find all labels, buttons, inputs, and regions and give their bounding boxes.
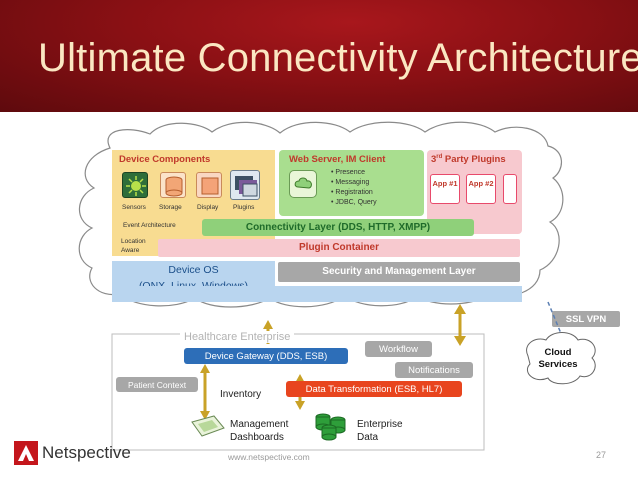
web-server-title: Web Server, IM Client — [289, 154, 386, 165]
event-architecture-label: Event Architecture — [123, 222, 176, 229]
footer-url: www.netspective.com — [228, 452, 310, 462]
device-os-title: Device OS — [168, 264, 219, 276]
enterprise-data-label: Enterprise Data — [357, 419, 403, 443]
connectivity-layer: Connectivity Layer (DDS, HTTP, XMPP) — [202, 219, 474, 236]
cloud-services-label: Cloud Services — [538, 347, 578, 370]
app-2-tile: App #2 — [466, 174, 496, 204]
enterprise-data-icon — [313, 412, 349, 447]
device-components-title: Device Components — [119, 154, 211, 165]
storage-icon — [160, 172, 186, 198]
title-band — [0, 0, 638, 112]
inventory-label: Inventory — [220, 389, 262, 400]
device-gateway-box: Device Gateway (DDS, ESB) — [184, 348, 348, 364]
sensors-icon — [122, 172, 148, 198]
third-party-plugins-title: 3rd Party Plugins — [431, 154, 506, 166]
plugins-icon — [230, 170, 260, 200]
patient-context-tag: Patient Context — [116, 377, 198, 392]
web-server-icon — [289, 170, 317, 198]
netspective-logo-icon — [14, 441, 38, 470]
sensors-label: Sensors — [122, 204, 146, 211]
display-label: Display — [197, 204, 219, 211]
os-base-bar — [112, 286, 522, 302]
management-dashboards-label: Management Dashboards — [230, 419, 289, 443]
page-number: 27 — [596, 450, 607, 460]
web-bullet-presence: • Presence — [331, 169, 365, 176]
data-transformation-box: Data Transformation (ESB, HL7) — [286, 381, 462, 397]
app-1-tile: App #1 — [430, 174, 460, 204]
web-bullet-messaging: • Messaging — [331, 179, 370, 186]
web-bullet-jdbc: • JDBC, Query — [331, 199, 377, 206]
workflow-tag: Workflow — [365, 341, 432, 357]
app-more-tile — [503, 174, 517, 204]
display-icon — [196, 172, 222, 198]
healthcare-enterprise-title: Healthcare Enterprise — [180, 331, 295, 343]
security-management-layer: Security and Management Layer — [278, 262, 520, 282]
device-components-panel — [112, 150, 275, 256]
plugin-container-layer: Plugin Container — [158, 239, 520, 257]
brand-name: Netspective — [42, 443, 131, 462]
management-dashboards-icon — [190, 414, 226, 445]
slide-title: Ultimate Connectivity Architecture — [38, 36, 638, 80]
plugins-label: Plugins — [233, 204, 255, 211]
notifications-tag: Notifications — [395, 362, 473, 378]
ssl-vpn-tag: SSL VPN — [552, 311, 620, 327]
location-aware-label: Location Aware — [121, 238, 146, 254]
web-bullet-registration: • Registration — [331, 189, 373, 196]
storage-label: Storage — [159, 204, 182, 211]
